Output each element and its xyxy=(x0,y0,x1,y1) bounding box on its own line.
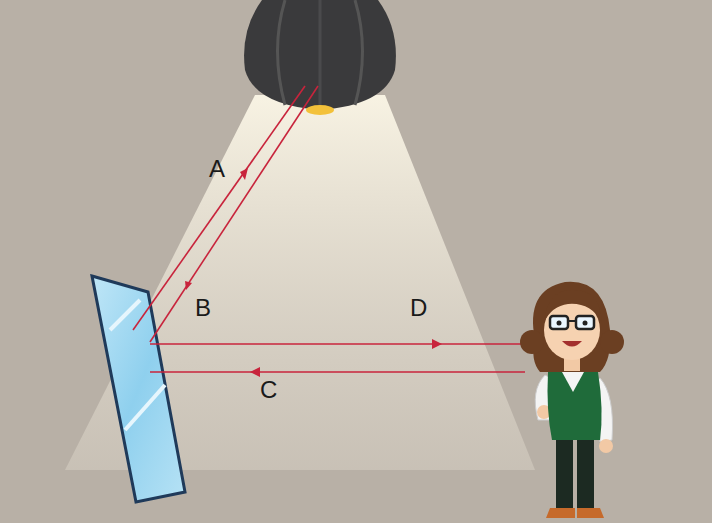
lamp xyxy=(244,0,396,115)
girl-figure xyxy=(520,282,624,518)
ray-label: B xyxy=(195,296,211,320)
ray-label: D xyxy=(410,296,427,320)
ray-arrowheads xyxy=(185,168,442,377)
ray-label: C xyxy=(260,378,277,402)
ray-label: A xyxy=(209,157,225,181)
light-rays xyxy=(133,86,525,372)
